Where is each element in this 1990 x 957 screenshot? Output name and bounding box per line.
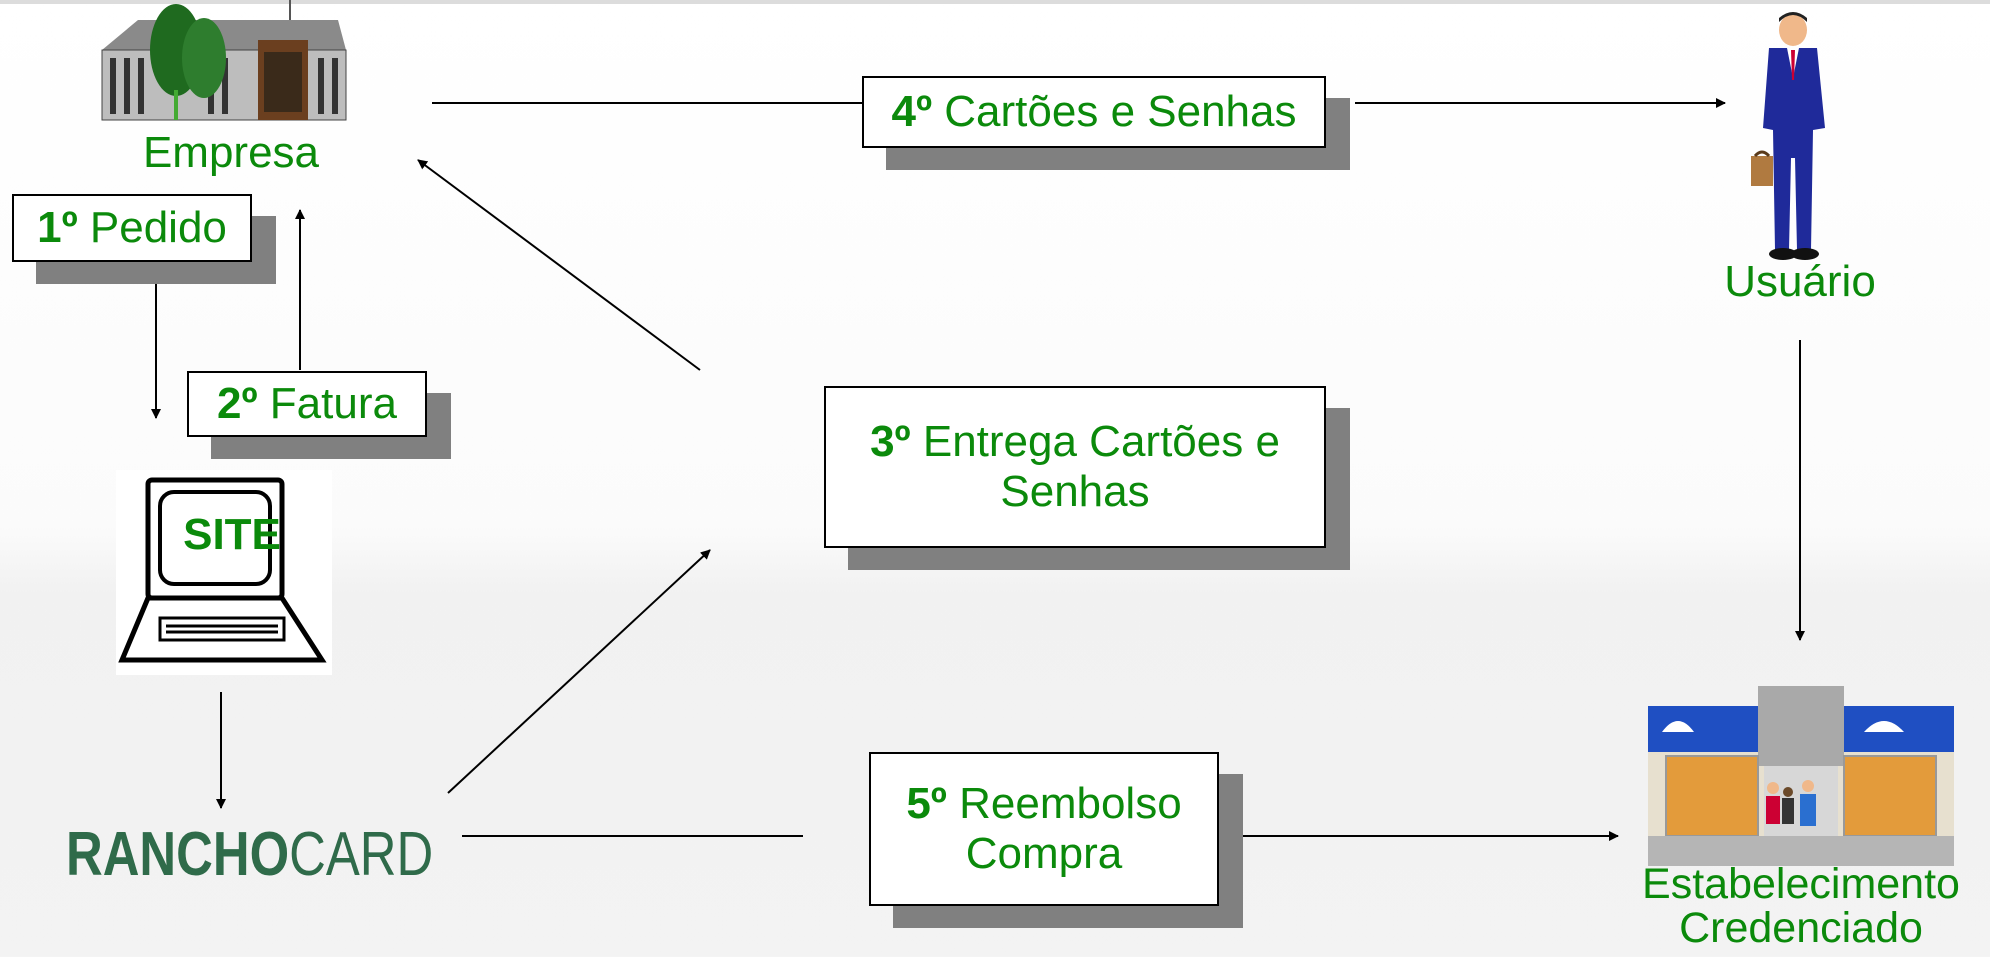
businessman-icon (1751, 12, 1825, 260)
estabelecimento-line-2: Credenciado (1679, 904, 1923, 952)
storefront-icon (1648, 686, 1954, 866)
estabelecimento-label: Estabelecimento Credenciado (1606, 862, 1990, 950)
step-5-reembolso-box: 5º Reembolso Compra (869, 752, 1219, 906)
usuario-label: Usuário (1724, 257, 1876, 306)
step-4-cartoes-box: 4º Cartões e Senhas (862, 76, 1326, 148)
arrow-entrega-to-empresa (417, 159, 701, 371)
arrow-rancho-to-entrega (447, 549, 711, 794)
step-1-pedido-box: 1º Pedido (12, 194, 252, 262)
step-3-entrega-box: 3º Entrega Cartões e Senhas (824, 386, 1326, 548)
step-1-text: Pedido (89, 203, 227, 252)
step-4-number: 4º (891, 87, 933, 136)
step-5-number: 5º (906, 779, 947, 828)
site-label: SITE (183, 510, 281, 559)
step-2-number: 2º (217, 379, 258, 428)
step-3-text: Entrega Cartões e Senhas (922, 417, 1280, 516)
step-2-text: Fatura (269, 379, 397, 428)
top-border (0, 0, 1990, 4)
estabelecimento-line-1: Estabelecimento (1642, 860, 1960, 908)
step-5-text: Reembolso Compra (959, 779, 1182, 878)
empresa-label: Empresa (142, 128, 320, 177)
step-1-number: 1º (37, 203, 78, 252)
step-2-fatura-box: 2º Fatura (187, 371, 427, 437)
step-3-number: 3º (870, 417, 911, 466)
building-icon (101, 0, 347, 121)
step-4-text: Cartões e Senhas (944, 87, 1297, 136)
laptop-icon (116, 470, 332, 675)
ranchocard-logo: RANCHOCARD (66, 820, 434, 889)
